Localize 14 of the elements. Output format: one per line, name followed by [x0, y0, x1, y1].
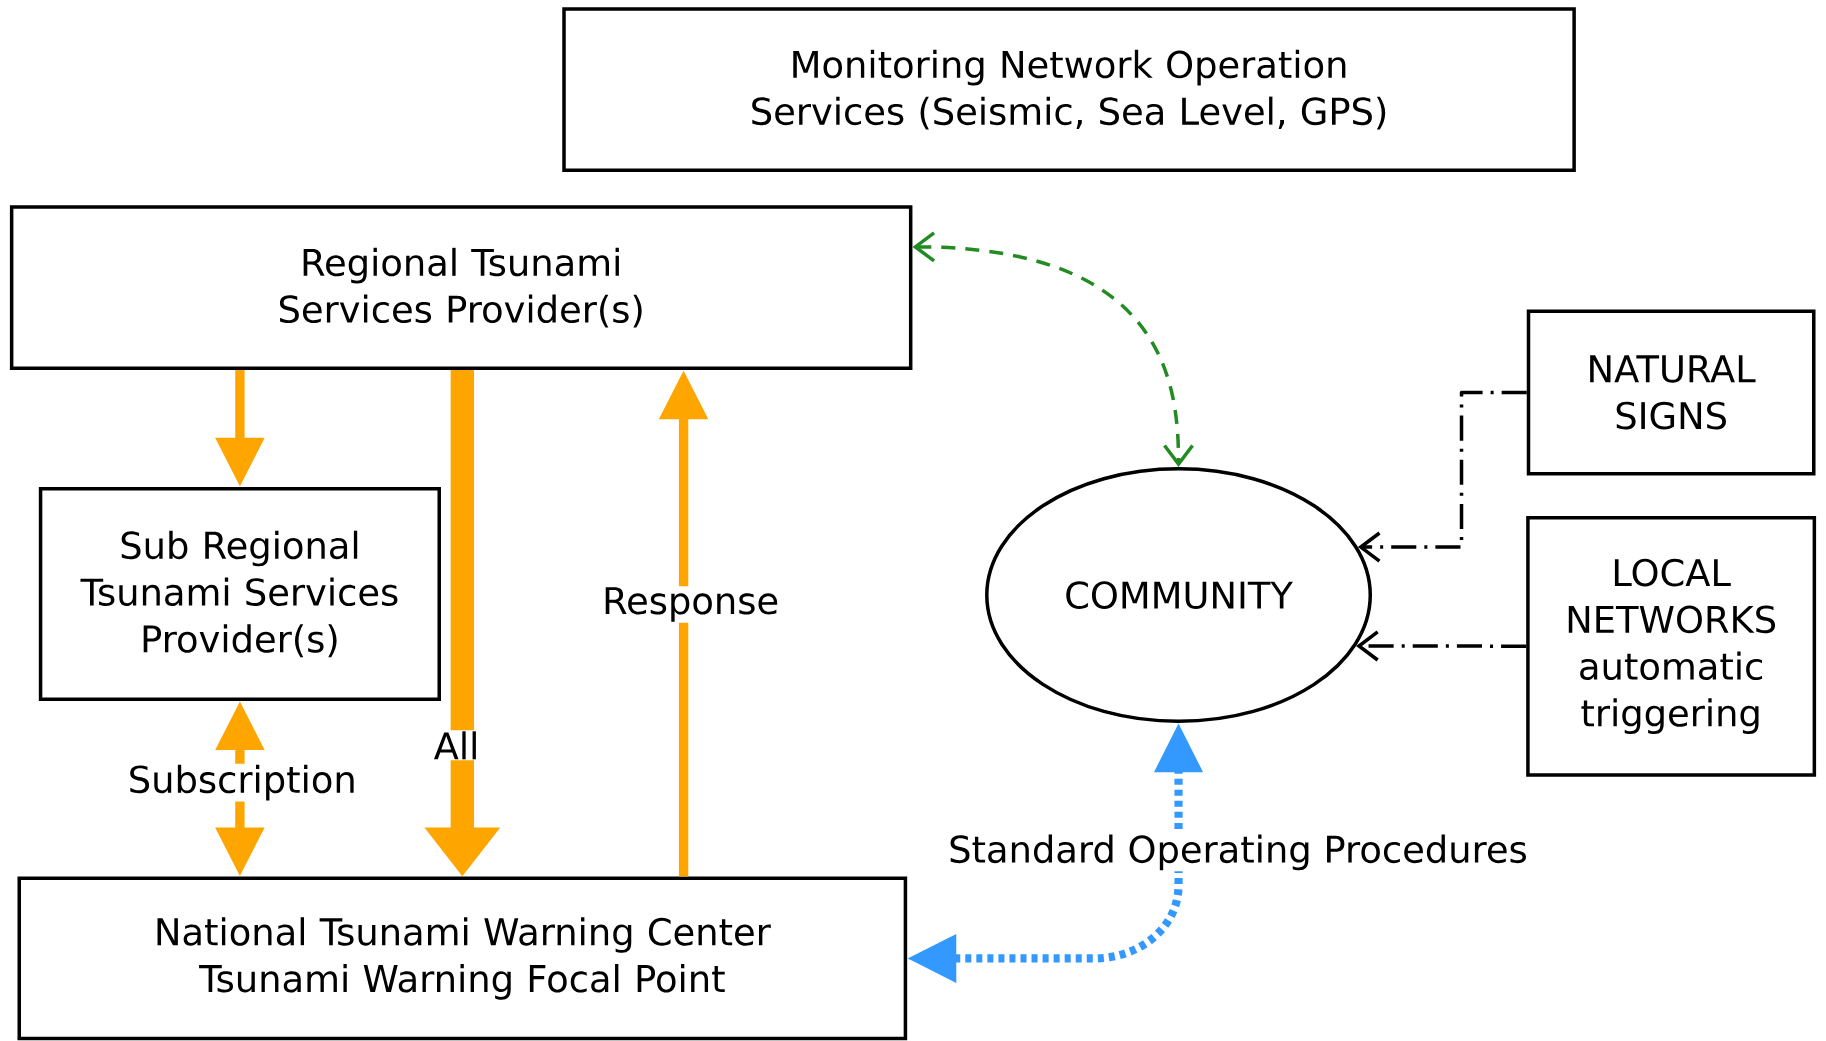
process-box: Sub Regional Tsunami Services Provider(s) — [38, 486, 441, 701]
edge-label: All — [432, 730, 481, 761]
edge-label: Subscription — [126, 763, 358, 802]
process-box: NATURAL SIGNS — [1526, 309, 1816, 476]
process-box: Regional Tsunami Services Provider(s) — [9, 205, 913, 370]
ellipse-node: COMMUNITY — [985, 467, 1372, 724]
process-box: LOCAL NETWORKS automatic triggering — [1526, 515, 1817, 777]
edge-label: Response — [601, 586, 781, 623]
arrow — [1356, 630, 1527, 662]
process-box: National Tsunami Warning Center Tsunami Warning Focal Point — [17, 876, 908, 1041]
arrow — [912, 231, 1194, 467]
edge-label: Standard Operating Procedures — [947, 833, 1529, 872]
process-box: Monitoring Network Operation Services (Seismic, Sea Level, GPS) — [562, 7, 1576, 173]
arrow — [1357, 390, 1527, 563]
